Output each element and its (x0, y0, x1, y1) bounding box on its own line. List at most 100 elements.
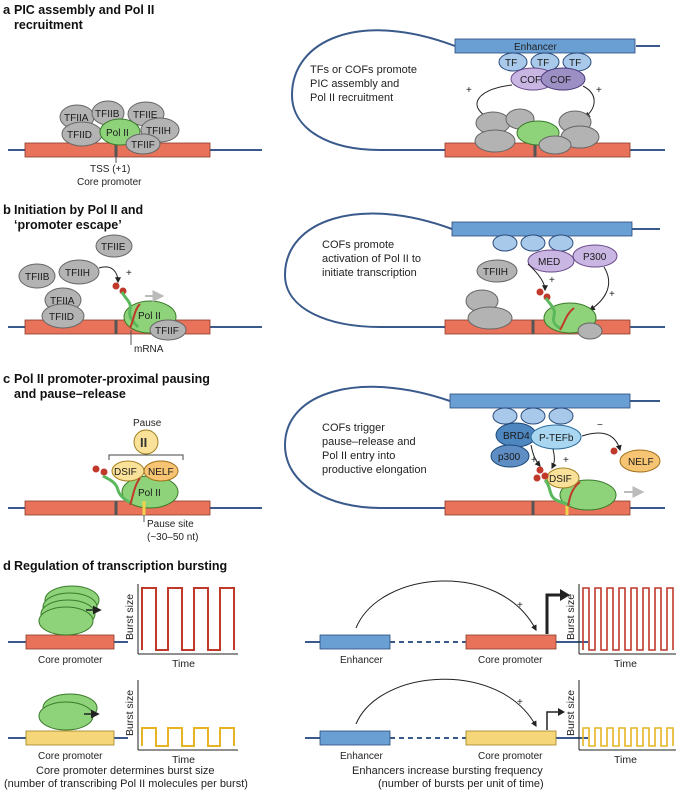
panel-c-text-line1: COFs trigger (322, 422, 385, 434)
tf-blob (492, 234, 518, 252)
panel-d: d Regulation of transcription bursting C… (3, 558, 676, 790)
ptefb-blob (530, 424, 582, 450)
p300-blob (490, 444, 530, 468)
tfiih-label: TFIIH (65, 268, 90, 279)
caption-right-line2: (number of bursts per unit of time) (378, 778, 544, 790)
tf-label: TF (505, 58, 517, 69)
panel-b-title-line2: ‘promoter escape’ (14, 218, 122, 232)
med-blob (527, 249, 575, 273)
med-label: MED (538, 257, 560, 268)
tfiih-label: TFIIH (483, 267, 508, 278)
core-promoter-label: Core promoter (38, 655, 103, 666)
pol2-stack (38, 606, 94, 636)
tfiie-label: TFIIE (133, 110, 158, 121)
enhancer-box (319, 730, 391, 746)
ctd-tail (102, 474, 133, 506)
arrow (581, 432, 622, 452)
gtf-blob (577, 322, 603, 340)
tss-arrow (545, 593, 562, 634)
phospho-dot (536, 288, 544, 296)
pause-symbol: II (140, 435, 147, 450)
tfiia-label: TFIIA (64, 113, 89, 124)
phospho-dot (533, 474, 541, 482)
enhancer-label: Enhancer (340, 655, 383, 666)
cof-label: COF (520, 75, 541, 86)
nelf-label: NELF (148, 467, 174, 478)
x-axis-label: Time (172, 658, 195, 670)
core-promoter-label: Core promoter (38, 751, 103, 762)
tfiih-blob (58, 259, 100, 285)
panel-a-text-line1: TFs or COFs promote (310, 64, 417, 76)
panel-c-text-line3: Pol II entry into (322, 450, 395, 462)
brd4-label: BRD4 (503, 431, 530, 442)
tfiid-blob (41, 303, 85, 329)
plus-sign: + (596, 85, 602, 96)
pause-site-label-line2: (~30–50 nt) (147, 532, 198, 543)
panel-c-title-line2: and pause–release (14, 387, 126, 401)
plus-sign: + (126, 268, 132, 279)
panel-c-text-line4: productive elongation (322, 464, 427, 476)
plus-sign: + (563, 455, 569, 466)
plus-sign: + (466, 85, 472, 96)
tf-blob (492, 407, 518, 425)
pol2-stack (38, 701, 94, 731)
enhancer-box (449, 393, 631, 409)
dna-loop-c (283, 385, 451, 509)
pause-label: Pause (133, 418, 162, 429)
panel-b-text-line3: initiate transcription (322, 267, 417, 279)
plus-sign: + (531, 455, 537, 466)
panel-b-text-line2: activation of Pol II to (322, 253, 421, 265)
tss-arrow (546, 711, 560, 730)
tss-label: TSS (+1) (90, 164, 130, 175)
pol2-label: Pol II (138, 488, 161, 499)
gtf-blob (474, 129, 516, 153)
dna-loop-a (290, 29, 456, 151)
mrna-label: mRNA (134, 344, 164, 355)
caption-left-line1: Core promoter determines burst size (36, 765, 215, 777)
phospho-dot (610, 447, 618, 455)
phospho-dot (92, 465, 100, 473)
tfiid-label: TFIID (49, 312, 74, 323)
x-axis-label: Time (614, 754, 637, 766)
arrow (527, 263, 548, 292)
p300-label: p300 (498, 452, 521, 463)
panel-a-letter: a (3, 2, 11, 17)
plus-sign: + (549, 275, 555, 286)
ctd-tail (543, 479, 571, 508)
panel-a: a PIC assembly and Pol II recruitment TF… (3, 2, 665, 188)
mrna-strand (559, 307, 575, 331)
dna-loop-b (283, 212, 453, 328)
tfiid-label: TFIID (67, 130, 92, 141)
burst-plot-weak: Burst size Time (124, 680, 238, 766)
panel-b-title-line1: Initiation by Pol II and (14, 203, 143, 217)
ctd-tail (120, 291, 140, 328)
cof-label: COF (550, 75, 571, 86)
pause-bracket (108, 454, 184, 460)
panel-a-text-line3: Pol II recruitment (310, 92, 393, 104)
pause-site-label-line1: Pause site (147, 519, 194, 530)
panel-a-text-line2: PIC assembly and (310, 78, 399, 90)
burst-trace (582, 727, 674, 747)
pol2-label: Pol II (106, 128, 129, 139)
p300-blob (572, 244, 618, 268)
y-axis-label: Burst size (565, 690, 577, 736)
tfiif-label: TFIIF (155, 326, 179, 337)
enhancer-arrow (355, 580, 537, 632)
phospho-dot (541, 472, 549, 480)
caption-left-line2: (number of transcribing Pol II molecules… (4, 778, 248, 790)
burst-trace (582, 587, 674, 651)
panel-d-letter: d (3, 558, 11, 573)
x-axis-label: Time (614, 658, 637, 670)
core-promoter-label: Core promoter (478, 655, 543, 666)
nelf-blob (143, 460, 179, 482)
core-promoter-label: Core promoter (478, 751, 543, 762)
tfiif-label: TFIIF (131, 140, 155, 151)
pol2-label: Pol II (138, 311, 161, 322)
arrow (98, 266, 121, 284)
burst-plot-enhanced-weak: Burst size Time (565, 680, 676, 766)
mrna-strand (129, 303, 141, 329)
y-axis-label: Burst size (124, 690, 136, 736)
tf-label: TF (569, 58, 581, 69)
tfiib-blob (18, 263, 56, 289)
panel-c-title-line1: Pol II promoter-proximal pausing (14, 372, 210, 386)
